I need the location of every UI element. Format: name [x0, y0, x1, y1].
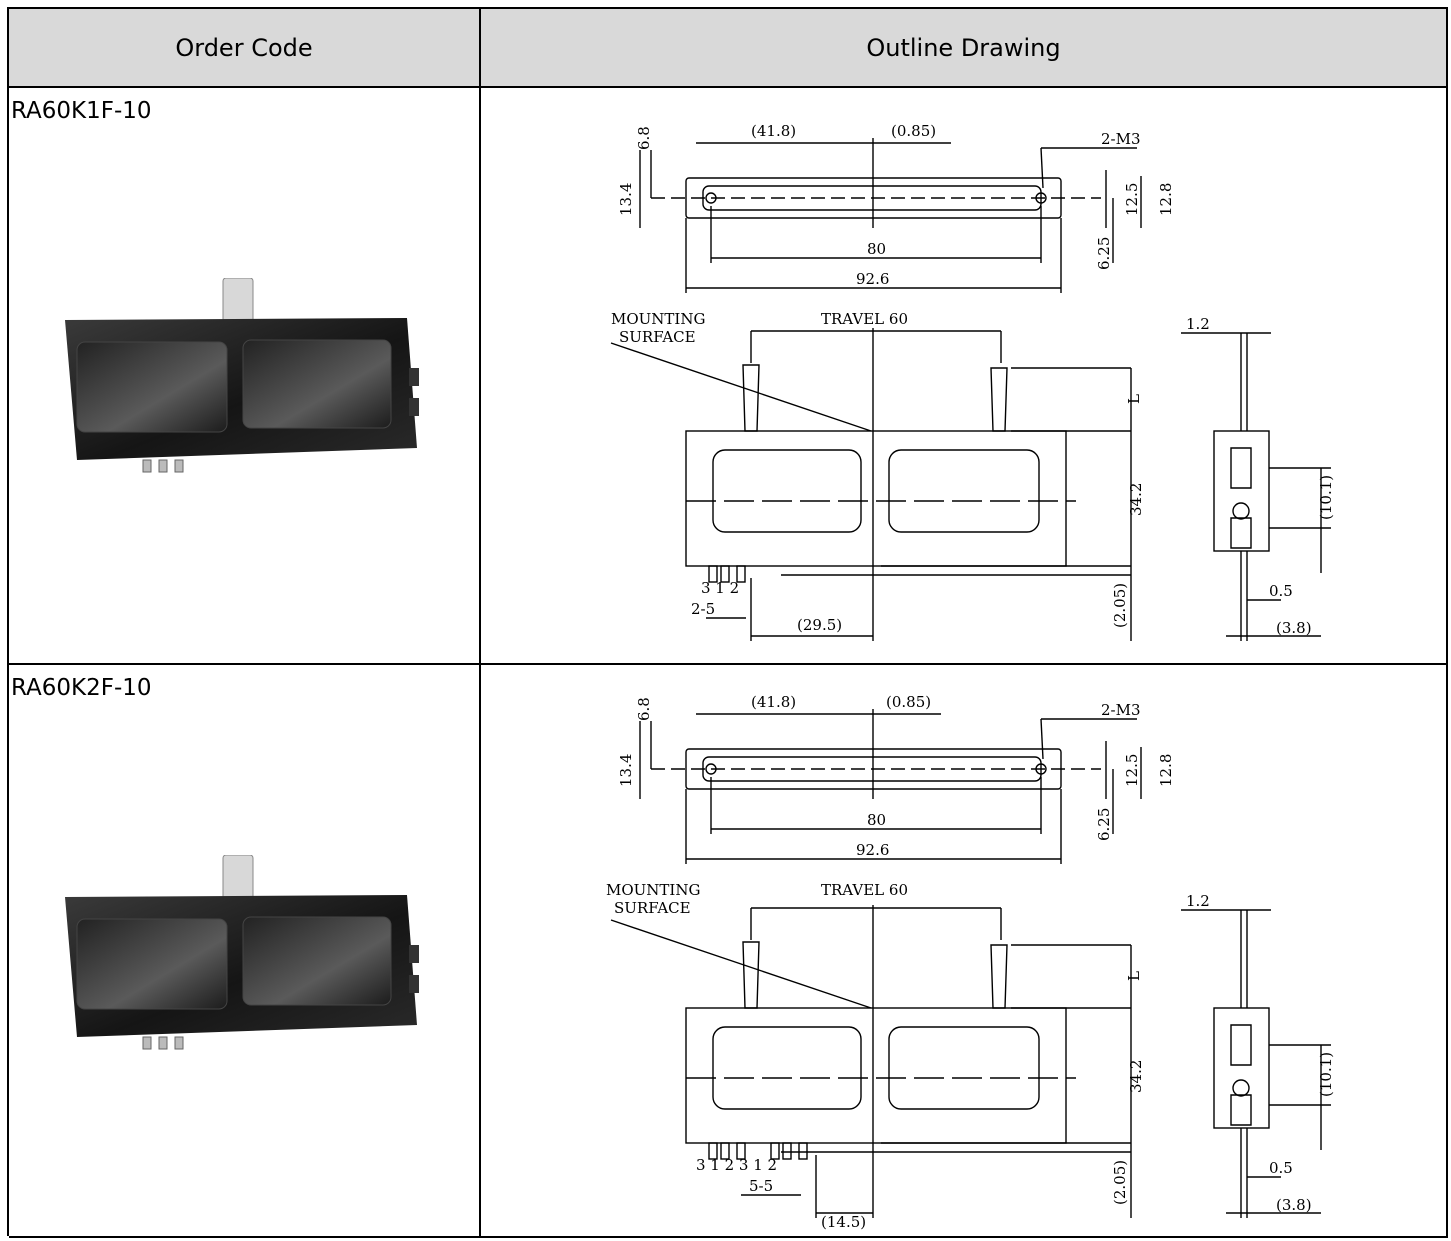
label-surface: SURFACE [619, 328, 696, 346]
dim-2-m3: 2-M3 [1101, 130, 1141, 148]
dim-92-6: 92.6 [856, 841, 889, 859]
dim-34-2: 34.2 [1127, 1060, 1145, 1093]
outline-drawing-2: (41.8) (0.85) 2-M3 6.8 13.4 12.5 12.8 80… [606, 693, 1335, 1231]
dim-13-4: 13.4 [617, 183, 635, 216]
header-order-code: Order Code [9, 9, 481, 88]
pin-numbers: 3 1 2 [701, 579, 739, 597]
dim-2-05: (2.05) [1111, 1160, 1129, 1205]
dim-1-2: 1.2 [1186, 315, 1210, 333]
dim-0-85: (0.85) [886, 693, 931, 711]
dim-3-8: (3.8) [1276, 619, 1312, 637]
table-row-2-code-cell: RA60K2F-10 [9, 665, 481, 1238]
label-mounting: MOUNTING [606, 881, 700, 899]
dim-0-5: 0.5 [1269, 1159, 1293, 1177]
dim-2-05: (2.05) [1111, 583, 1129, 628]
outline-drawing-1: (41.8) (0.85) 2-M3 6.8 13.4 12.5 12.8 80… [610, 122, 1335, 641]
label-mounting: MOUNTING [611, 310, 705, 328]
dim-pitch: 2-5 [691, 600, 715, 618]
dim-0-85: (0.85) [891, 122, 936, 140]
label-surface: SURFACE [614, 899, 691, 917]
dim-80: 80 [867, 240, 886, 258]
table-row-1-code-cell: RA60K1F-10 [9, 88, 481, 665]
dim-2-m3: 2-M3 [1101, 701, 1141, 719]
dim-6-8: 6.8 [635, 697, 653, 721]
dim-12-5: 12.5 [1123, 183, 1141, 216]
table-row-1-drawing-cell: (41.8) (0.85) 2-M3 6.8 13.4 12.5 12.8 80… [481, 88, 1448, 665]
dim-41-8: (41.8) [751, 122, 796, 140]
table-grid: Order Code Outline Drawing RA60K1F-10 [7, 7, 1448, 1238]
spec-table: Order Code Outline Drawing RA60K1F-10 [7, 7, 1448, 1238]
dim-29-5: (29.5) [797, 616, 842, 634]
dim-14-5: (14.5) [821, 1213, 866, 1231]
dim-10-1: (10.1) [1317, 475, 1335, 520]
label-travel: TRAVEL 60 [821, 881, 908, 899]
dim-6-25: 6.25 [1095, 808, 1113, 841]
dim-13-4: 13.4 [617, 754, 635, 787]
dim-12-5: 12.5 [1123, 754, 1141, 787]
dim-12-8: 12.8 [1157, 183, 1175, 216]
dim-6-25: 6.25 [1095, 237, 1113, 270]
pin-numbers: 3 1 2 3 1 2 [696, 1156, 777, 1174]
order-code-2: RA60K2F-10 [11, 675, 152, 701]
label-travel: TRAVEL 60 [821, 310, 908, 328]
header-outline-drawing: Outline Drawing [481, 9, 1448, 88]
dim-10-1: (10.1) [1317, 1052, 1335, 1097]
header-outline-drawing-label: Outline Drawing [866, 33, 1061, 62]
dim-80: 80 [867, 811, 886, 829]
header-order-code-label: Order Code [175, 33, 313, 62]
dim-34-2: 34.2 [1127, 483, 1145, 516]
dim-3-8: (3.8) [1276, 1196, 1312, 1214]
dim-pitch: 5-5 [749, 1177, 773, 1195]
dim-l: L [1125, 971, 1143, 981]
dim-0-5: 0.5 [1269, 582, 1293, 600]
dim-6-8: 6.8 [635, 126, 653, 150]
dim-1-2: 1.2 [1186, 892, 1210, 910]
product-photo-2 [65, 855, 419, 1050]
dim-92-6: 92.6 [856, 270, 889, 288]
order-code-1: RA60K1F-10 [11, 98, 152, 124]
dim-41-8: (41.8) [751, 693, 796, 711]
product-photo-1 [65, 278, 419, 473]
dim-12-8: 12.8 [1157, 754, 1175, 787]
dim-l: L [1125, 394, 1143, 404]
table-row-2-drawing-cell: (41.8) (0.85) 2-M3 6.8 13.4 12.5 12.8 80… [481, 665, 1448, 1238]
